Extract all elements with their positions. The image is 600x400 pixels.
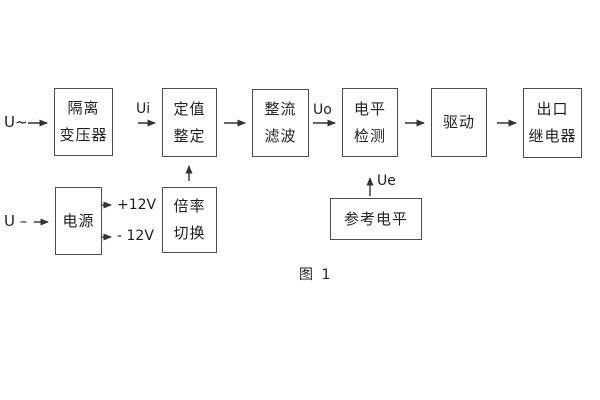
signal-uo-label: Uo — [313, 102, 332, 118]
block-drive: 驱动 — [431, 88, 487, 157]
block-label: 切换 — [173, 224, 206, 242]
block-output-relay: 出口 继电器 — [523, 88, 582, 158]
figure-caption: 图 1 — [299, 267, 333, 283]
signal-ui-label: Ui — [136, 101, 151, 117]
block-label: 参考电平 — [343, 209, 408, 228]
block-label: 定值 — [173, 99, 206, 118]
block-label: 出口 — [536, 100, 569, 118]
block-label: 驱动 — [442, 113, 475, 131]
block-label: 整流 — [264, 100, 297, 118]
signal-ue-label: Ue — [377, 173, 396, 189]
block-label: 电平 — [353, 99, 386, 118]
block-label: 变压器 — [59, 126, 108, 144]
block-setting-adjustment: 定值 整定 — [162, 88, 217, 157]
signal-ac-input-label: U~ — [4, 113, 28, 131]
block-reference-level: 参考电平 — [330, 198, 422, 240]
signal-dc-input-label: U – — [4, 212, 28, 230]
block-isolation-transformer: 隔离 变压器 — [54, 88, 113, 156]
block-level-detection: 电平 检测 — [342, 88, 398, 157]
block-label: 继电器 — [528, 127, 577, 145]
block-label: 检测 — [353, 126, 386, 145]
signal-minus12v-label: - 12V — [117, 228, 154, 244]
block-power-supply: 电源 — [55, 187, 102, 255]
block-label: 整定 — [173, 126, 206, 145]
block-label: 电源 — [62, 211, 95, 230]
block-label: 隔离 — [67, 99, 100, 117]
block-rectifier-filter: 整流 滤波 — [252, 89, 309, 157]
block-ratio-switch: 倍率 切换 — [162, 187, 217, 253]
block-label: 倍率 — [173, 197, 206, 215]
block-label: 滤波 — [264, 127, 297, 145]
signal-plus12v-label: +12V — [117, 197, 157, 213]
